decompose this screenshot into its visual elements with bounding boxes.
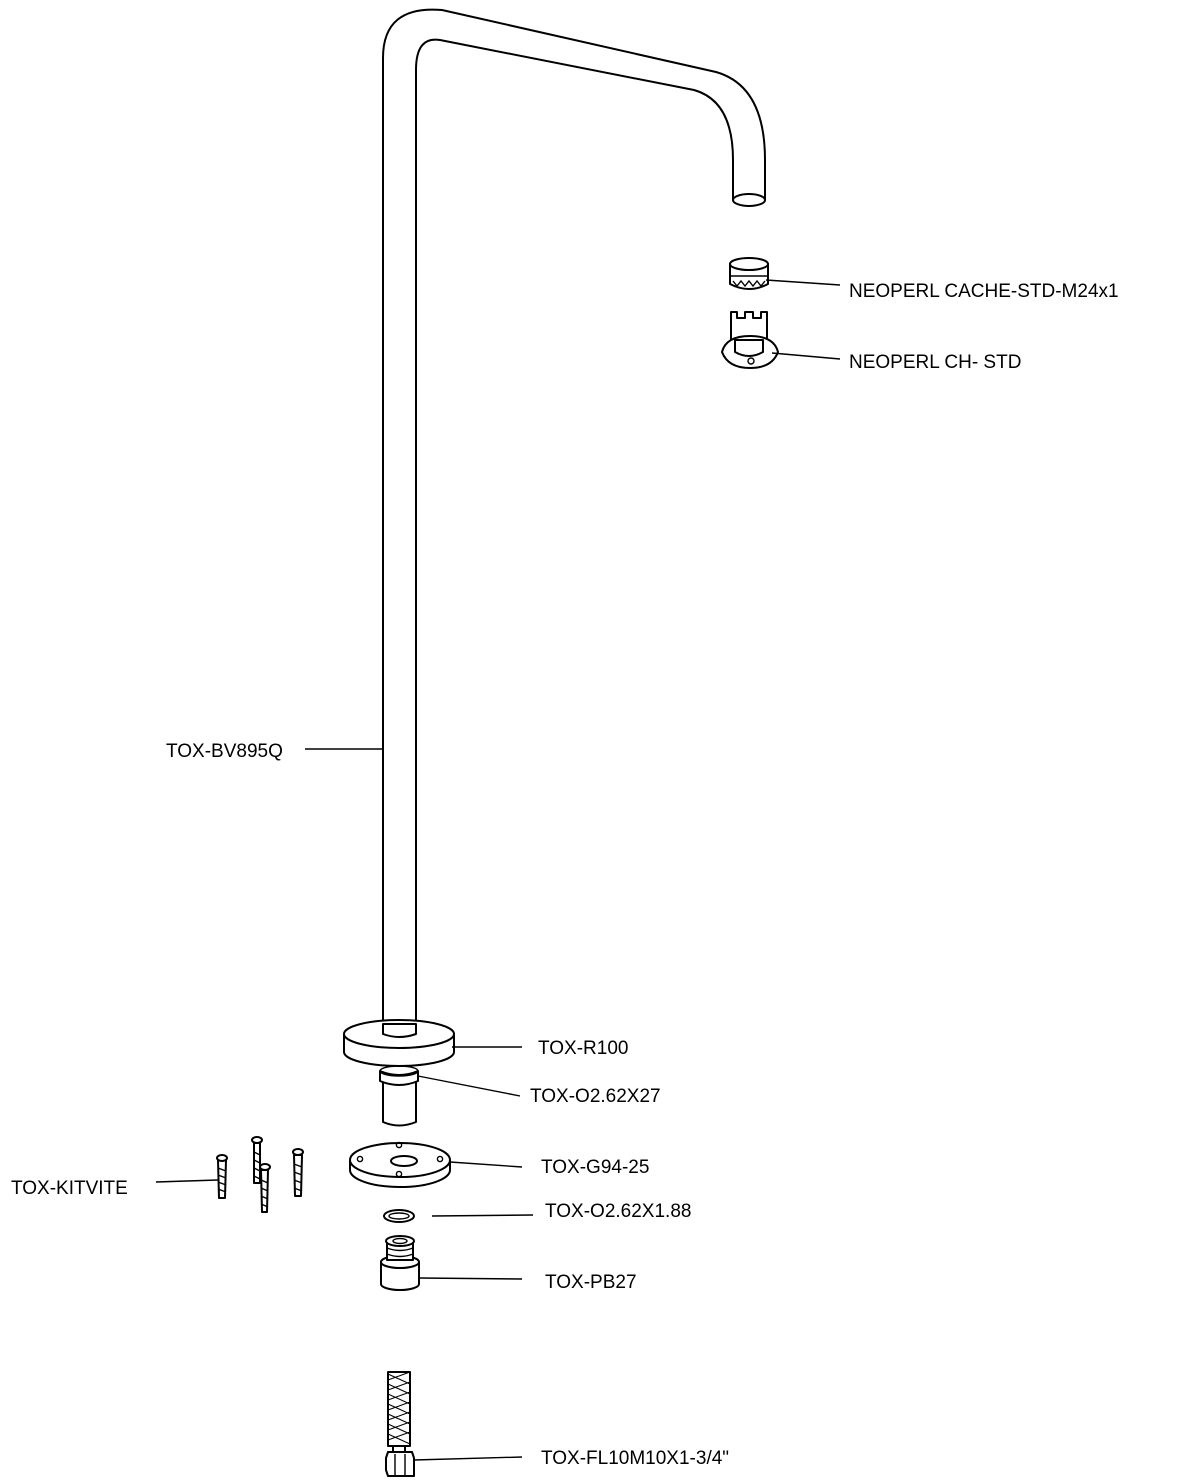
base-plate-part [349, 1141, 451, 1188]
leader-lines [155, 279, 841, 1461]
label-base-plate: TOX-G94-25 [541, 1157, 649, 1178]
label-pipe-bushing: TOX-PB27 [545, 1272, 637, 1293]
label-aerator-key: NEOPERL CH- STD [849, 352, 1021, 373]
part-labels: NEOPERL CACHE-STD-M24x1 NEOPERL CH- STD … [11, 281, 1119, 1469]
leader-oring-lower [431, 1214, 534, 1217]
flex-hose-part [385, 1371, 415, 1477]
leader-base-plate [449, 1161, 523, 1168]
leader-flex-hose [413, 1456, 523, 1461]
pipe-bushing-part [380, 1235, 420, 1291]
oring-and-stub [379, 1065, 419, 1127]
screw-kit-part [216, 1136, 304, 1213]
label-spout: TOX-BV895Q [166, 741, 283, 762]
label-screw-kit: TOX-KITVITE [11, 1178, 128, 1199]
leader-screw-kit [155, 1179, 219, 1183]
leader-aerator [765, 279, 841, 286]
label-oring-upper: TOX-O2.62X27 [530, 1086, 661, 1107]
aerator-part [729, 257, 769, 290]
aerator-key-part [721, 311, 779, 369]
label-rosette: TOX-R100 [538, 1038, 628, 1059]
label-flex-hose: TOX-FL10M10X1-3/4" [541, 1448, 729, 1469]
label-aerator: NEOPERL CACHE-STD-M24x1 [849, 281, 1119, 302]
leader-pipe-bushing [418, 1277, 523, 1280]
lower-oring-part [383, 1209, 415, 1223]
spout-tube [382, 8, 766, 1026]
label-oring-lower: TOX-O2.62X1.88 [545, 1201, 691, 1222]
leader-oring-upper [417, 1075, 521, 1097]
leader-aerator-key [771, 352, 841, 360]
rosette-part [343, 1019, 455, 1067]
